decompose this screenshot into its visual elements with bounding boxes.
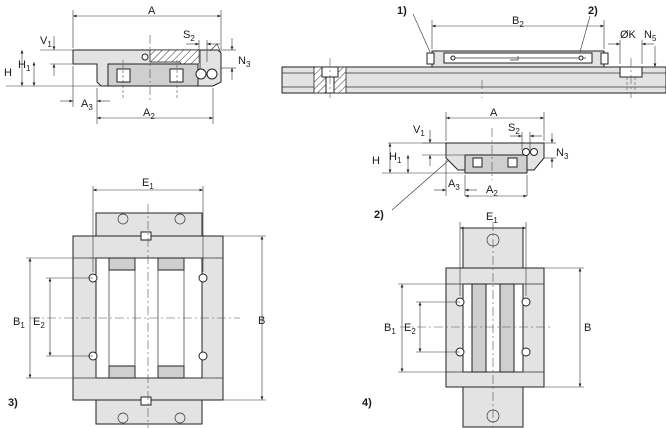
svg-text:N5: N5 (644, 29, 657, 43)
svg-text:A3: A3 (448, 178, 460, 192)
svg-text:E1: E1 (486, 211, 498, 225)
dim-N3-small-sub: 3 (564, 152, 569, 161)
svg-text:H1: H1 (18, 59, 31, 73)
dim-E1-small-sub: 1 (493, 216, 498, 225)
svg-text:V1: V1 (413, 124, 425, 138)
svg-text:S2: S2 (508, 122, 520, 136)
ball-element (195, 68, 207, 80)
dim-H1-small-label: H (389, 151, 397, 163)
top-view-narrow-carriage: E1 B B1 E2 4) (362, 211, 591, 428)
mounting-hole (521, 297, 531, 307)
svg-text:1): 1) (397, 5, 407, 17)
svg-text:S2: S2 (183, 29, 195, 43)
callout-2-top: 2) (588, 5, 598, 17)
dim-A-small-label: A (490, 107, 498, 119)
svg-text:2): 2) (588, 5, 598, 17)
svg-text:B1: B1 (384, 322, 396, 336)
svg-text:B: B (584, 322, 591, 334)
dim-S2-small-label: S (508, 122, 515, 134)
dim-A-label: A (148, 5, 156, 17)
dim-B-small-label: B (584, 322, 591, 334)
svg-text:B1: B1 (13, 316, 25, 330)
dim-A3-small-label: A (448, 178, 456, 190)
dim-V1-small-sub: 1 (420, 129, 425, 138)
dim-H-label: H (4, 67, 12, 79)
dim-A2-label: A (143, 107, 151, 119)
svg-text:E2: E2 (33, 316, 45, 330)
svg-text:A3: A3 (81, 98, 93, 112)
top-view-flanged-carriage: E1 B B1 E2 3) (8, 177, 266, 428)
svg-text:4): 4) (362, 397, 372, 409)
mounting-hole (198, 273, 208, 283)
svg-text:B2: B2 (512, 15, 524, 29)
dim-B1-small-label: B (384, 322, 391, 334)
dim-H1-sub: 1 (26, 64, 31, 73)
mounting-hole (521, 347, 531, 357)
dim-S2-sub: 2 (190, 34, 195, 43)
svg-text:N3: N3 (238, 55, 251, 69)
dim-B2-sub: 2 (519, 20, 524, 29)
svg-text:A2: A2 (486, 184, 498, 198)
front-section-view-narrow: A S2 N3 V1 H H1 A3 A2 (372, 107, 569, 221)
front-section-view-flanged: A A2 A3 V1 H H1 S2 N3 (4, 5, 251, 124)
callout-4: 4) (362, 397, 372, 409)
dim-S2-small-sub: 2 (515, 127, 520, 136)
dim-N5-label: N (644, 29, 652, 41)
side-view-rail-carriage: B2 1) 2) ØK N5 (281, 5, 666, 98)
dim-B1-label: B (13, 316, 20, 328)
svg-text:A: A (490, 107, 498, 119)
dim-K-label: ØK (620, 29, 637, 41)
dim-N5-sub: 5 (652, 34, 657, 43)
dim-E1-small-label: E (486, 211, 493, 223)
svg-text:A: A (148, 5, 156, 17)
svg-text:E2: E2 (404, 322, 416, 336)
svg-text:B: B (258, 315, 265, 327)
dim-S2-label: S (183, 29, 190, 41)
svg-text:N3: N3 (556, 147, 569, 161)
dim-A2-small-label: A (486, 184, 494, 196)
dim-E1-sub: 1 (149, 182, 154, 191)
callout-1: 1) (397, 5, 407, 17)
svg-text:H1: H1 (389, 151, 402, 165)
dim-E2-label: E (33, 316, 40, 328)
dim-A3-small-sub: 3 (455, 183, 460, 192)
dim-A3-sub: 3 (88, 103, 93, 112)
dim-A3-label: A (81, 98, 89, 110)
dim-B1-sub: 1 (20, 321, 25, 330)
callout-3: 3) (8, 397, 18, 409)
callout-2-middle: 2) (374, 209, 384, 221)
svg-text:V1: V1 (40, 35, 52, 49)
dim-H1-small-sub: 1 (397, 156, 402, 165)
dim-E1-label: E (142, 177, 149, 189)
svg-text:2): 2) (374, 209, 384, 221)
dim-B2-label: B (512, 15, 519, 27)
dim-N3-small-label: N (556, 147, 564, 159)
dim-V1-small-label: V (413, 124, 421, 136)
dim-E2-sub: 2 (40, 321, 45, 330)
dim-V1-sub: 1 (47, 40, 52, 49)
dim-N3-sub: 3 (246, 60, 251, 69)
dim-E2-small-sub: 2 (411, 327, 416, 336)
ball-element (206, 68, 218, 80)
svg-text:H: H (4, 67, 12, 79)
dim-H-small-label: H (372, 155, 380, 167)
svg-text:E1: E1 (142, 177, 154, 191)
dim-B-label: B (258, 315, 265, 327)
dim-N3-label: N (238, 55, 246, 67)
dim-A2-sub: 2 (150, 112, 155, 121)
dim-H1-label: H (18, 59, 26, 71)
dim-A2-small-sub: 2 (493, 189, 498, 198)
svg-text:A2: A2 (143, 107, 155, 121)
dim-B1-small-sub: 1 (391, 327, 396, 336)
svg-text:3): 3) (8, 397, 18, 409)
dim-E2-small-label: E (404, 322, 411, 334)
mounting-hole (198, 351, 208, 361)
svg-text:ØK: ØK (620, 29, 637, 41)
svg-text:H: H (372, 155, 380, 167)
dim-V1-label: V (40, 35, 48, 47)
